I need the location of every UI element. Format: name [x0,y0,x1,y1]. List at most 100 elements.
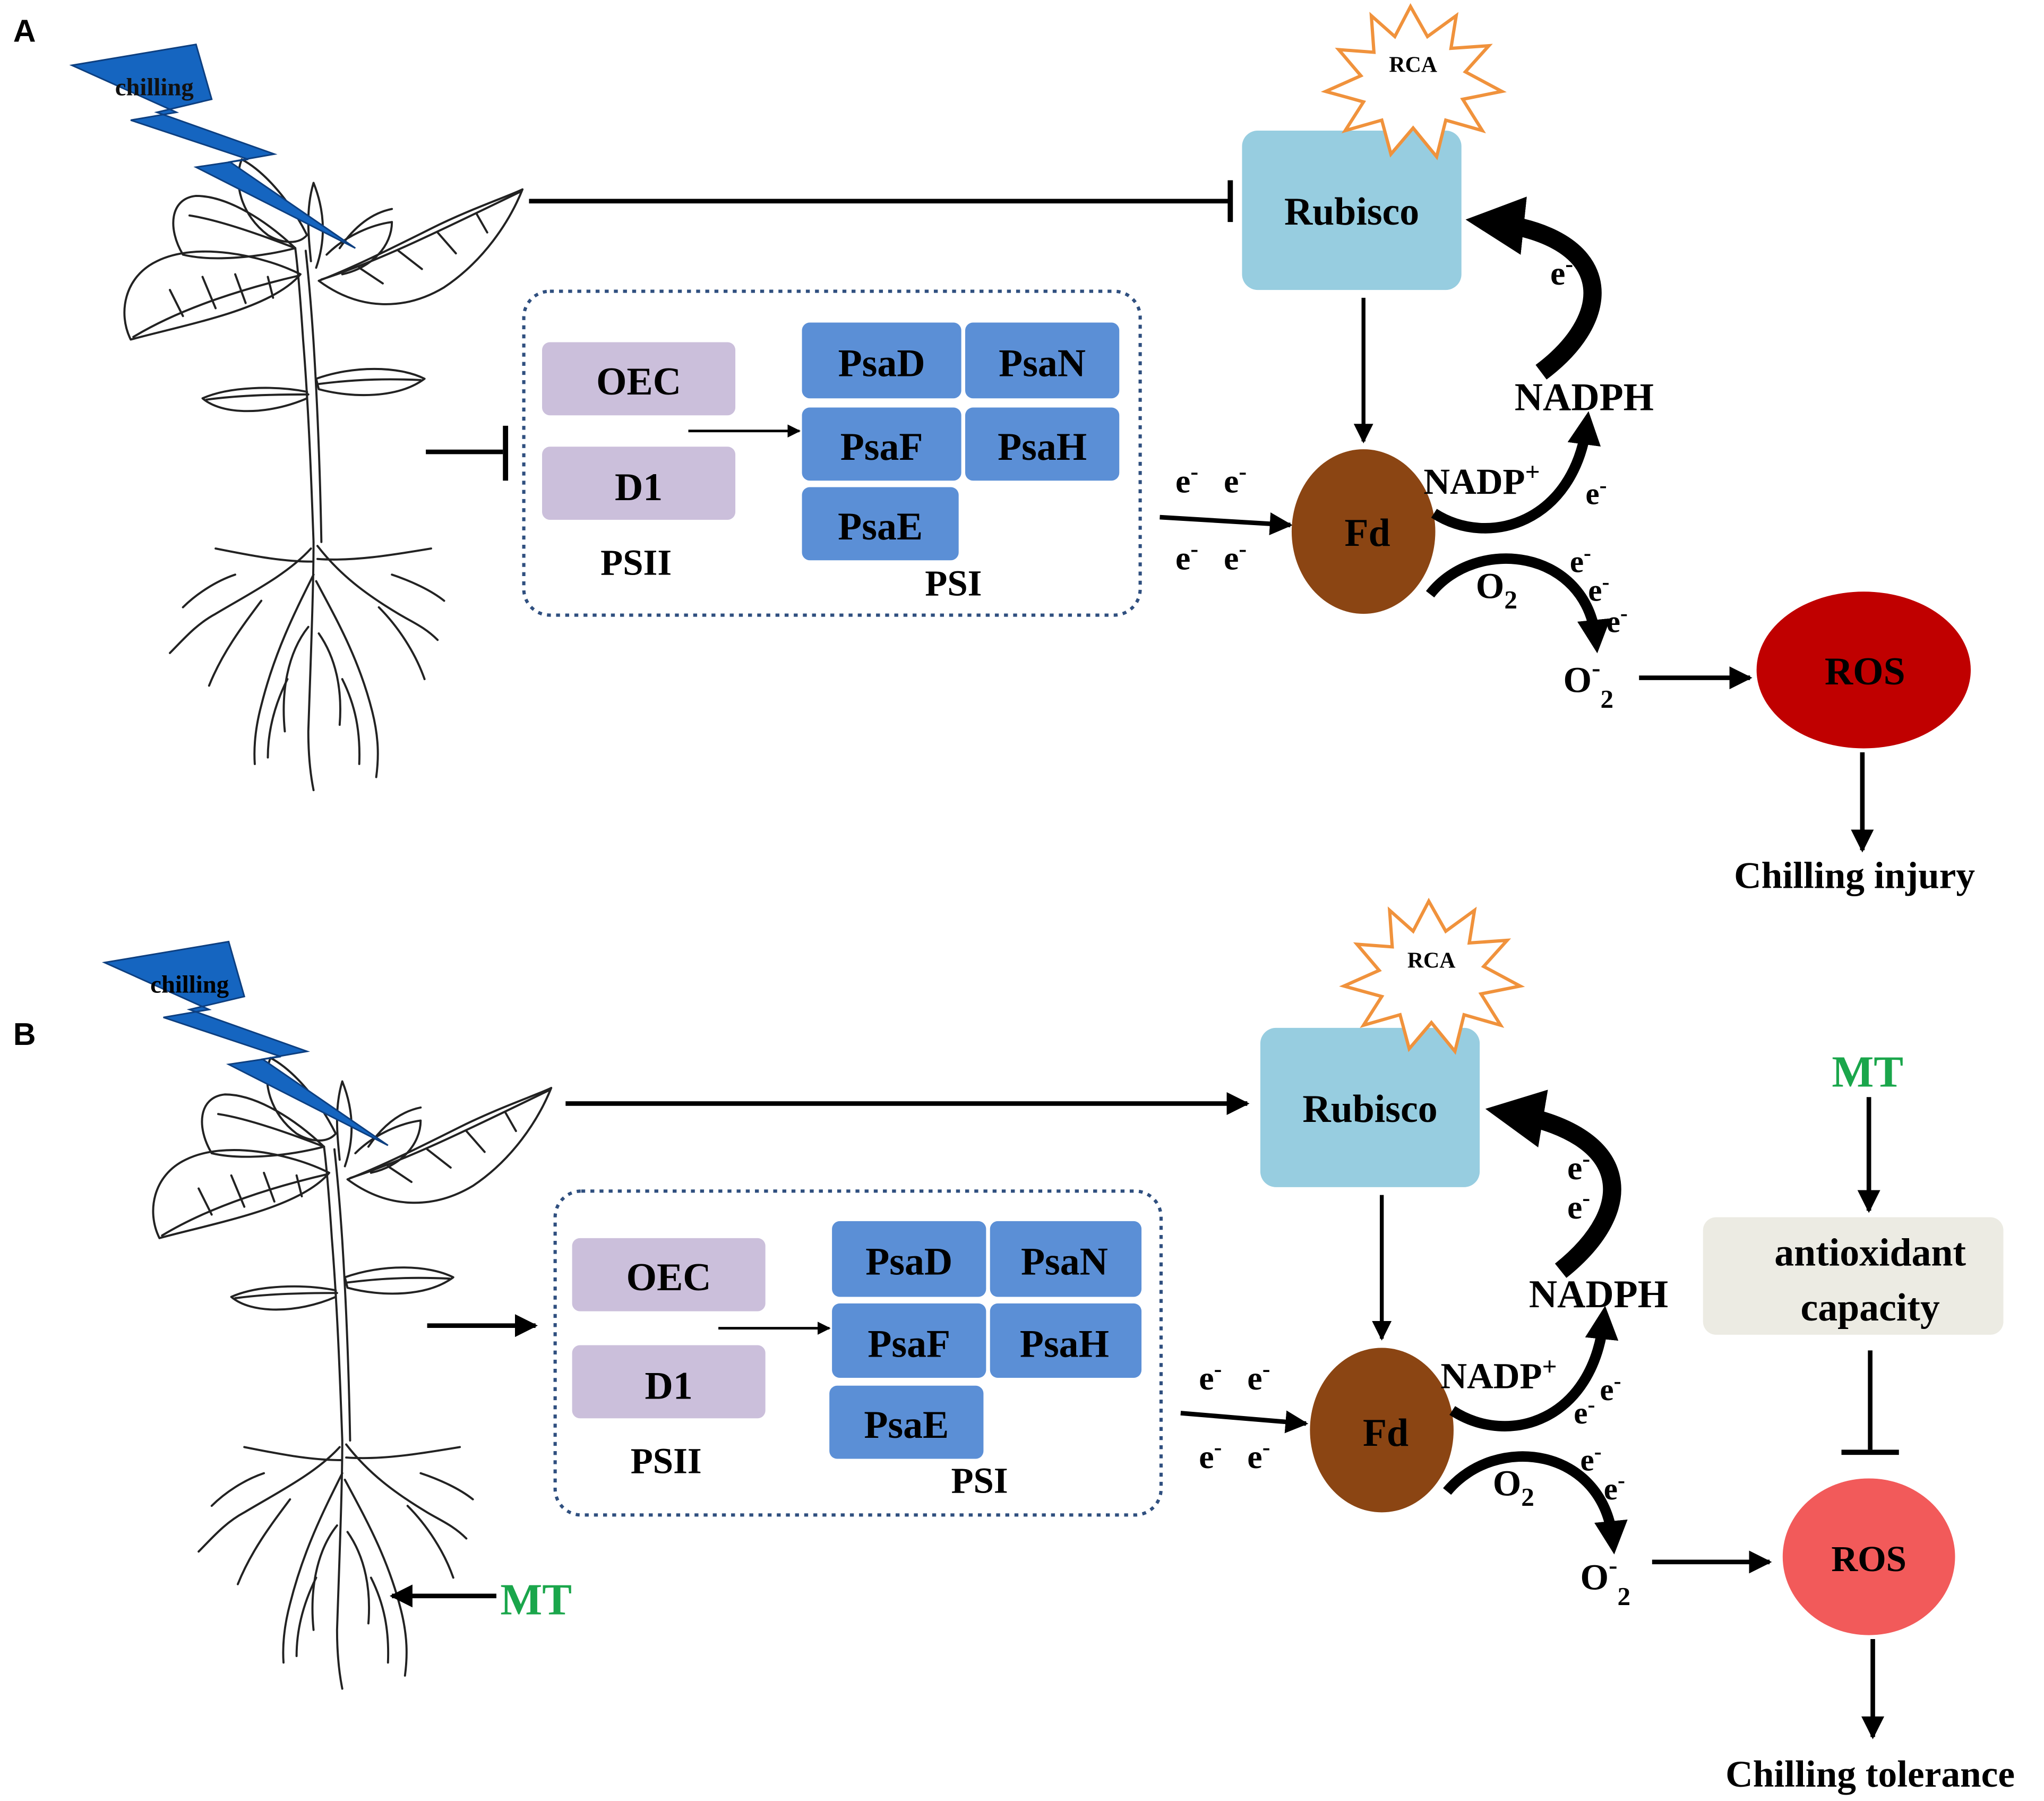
svg-text:e-: e- [1607,601,1628,639]
svg-text:e-: e- [1199,1356,1222,1397]
psii-oec-box [542,342,736,416]
o2-label: O2 [1493,1463,1534,1512]
psi-psae-label: PsaE [864,1403,949,1446]
fd-to-nadph-arrow [1449,1306,1619,1431]
fd-to-nadph-arrow [1431,411,1601,534]
svg-text:e-: e- [1604,1469,1625,1506]
mt-root-label: MT [500,1575,572,1624]
photosystem-container [553,1189,1163,1517]
svg-text:e-: e- [1570,541,1591,579]
psii-d1-label: D1 [645,1363,693,1407]
psi-psae-box [829,1385,984,1459]
psi-label: PSI [951,1460,1008,1500]
photosystem-container [522,289,1142,617]
svg-text:e-: e- [1199,1434,1222,1476]
superoxide-label: O-2 [1564,653,1614,714]
psii-label: PSII [631,1441,702,1481]
psii-label: PSII [600,542,672,582]
psi-psad-label: PsaD [838,341,925,384]
rubisco-box [1242,130,1462,290]
ros-label: ROS [1831,1539,1906,1579]
svg-text:e-: e- [1588,570,1609,607]
stress-label: chilling [115,74,194,101]
outcome-label: Chilling injury [1734,855,1975,897]
panel-a: A chilling Rubisco RCA OEC D1 PSII PsaD [13,3,1975,897]
antioxidant-label-line1: antioxidant [1774,1231,1966,1274]
electron-label-nadp: e- [1600,1369,1621,1407]
svg-text:e-: e- [1175,459,1198,500]
mt-top-label: MT [1832,1048,1903,1097]
antioxidant-box [1703,1217,2004,1335]
psi-psaf-label: PsaF [868,1322,950,1366]
electron-labels-to-fd: e- e- e- e- [1175,459,1247,577]
rca-label: RCA [1389,53,1437,77]
lightning-bolt-icon [69,43,356,249]
psii-oec-label: OEC [596,359,681,403]
rubisco-box [1260,1027,1480,1187]
nadph-to-rubisco-arrow [1465,196,1602,380]
ros-label: ROS [1825,649,1905,693]
electron-label-rubisco: e- [1567,1146,1590,1187]
psii-oec-label: OEC [626,1255,711,1299]
antioxidant-label-line2: capacity [1800,1285,1939,1329]
o2-label: O2 [1476,566,1517,615]
plant-drawing [123,158,524,792]
psi-psan-label: PsaN [1021,1240,1108,1283]
fd-label: Fd [1363,1411,1409,1454]
psi-psan-label: PsaN [999,341,1086,384]
rubisco-label: Rubisco [1302,1087,1437,1130]
outcome-label: Chilling tolerance [1725,1753,2015,1795]
panel-a-label: A [13,14,36,49]
psii-d1-box [542,447,736,520]
electron-label-nadp-2: e- [1574,1393,1595,1430]
stress-label: chilling [150,971,229,998]
lightning-bolt-icon [101,940,389,1146]
electron-labels-o2: e- e- e- [1570,541,1628,639]
panel-b: B chilling Rubisco RCA OEC D1 PSII PsaD … [13,897,2015,1795]
psi-psad-label: PsaD [865,1240,952,1283]
svg-text:e-: e- [1247,1356,1270,1397]
electron-label-nadp: e- [1585,473,1607,511]
rubisco-label: Rubisco [1284,190,1419,233]
nadph-label: NADPH [1515,375,1654,418]
psi-label: PSI [925,563,982,604]
psii-d1-label: D1 [615,465,663,509]
rca-label: RCA [1407,949,1456,973]
rca-star-icon [1320,3,1507,160]
fd-label: Fd [1345,511,1390,554]
psi-psaf-box [802,407,961,481]
psi-psae-box [802,487,959,561]
fd-node [1291,449,1436,614]
rca-star-icon [1339,897,1525,1055]
svg-text:e-: e- [1175,536,1198,577]
ros-node [1782,1478,1955,1635]
ros-node [1756,591,1971,749]
electron-labels-to-fd: e- e- e- e- [1199,1356,1270,1476]
psi-psah-box [965,407,1120,481]
nadph-label: NADPH [1529,1272,1668,1316]
fd-to-superoxide-arrow [1443,1451,1628,1555]
psi-psae-label: PsaE [838,504,923,548]
nadp-label: NADP+ [1440,1352,1557,1396]
superoxide-label: O-2 [1581,1550,1631,1611]
electron-labels-o2: e- e- [1581,1440,1625,1506]
nadph-to-rubisco-arrow [1485,1090,1621,1278]
fd-to-superoxide-arrow [1425,553,1611,654]
psi-psad-box [802,322,961,399]
psi-to-fd-arrow [1160,512,1293,535]
psii-oec-box [572,1238,766,1311]
electron-label-rubisco-2: e- [1567,1185,1590,1226]
psi-to-fd-arrow [1180,1410,1309,1434]
electron-label-rubisco: e- [1550,251,1573,293]
psi-psad-box [832,1221,986,1297]
psi-psah-label: PsaH [1020,1322,1109,1366]
psi-psan-box [965,322,1120,399]
svg-text:e-: e- [1247,1434,1270,1476]
psii-d1-box [572,1345,766,1419]
svg-text:e-: e- [1581,1440,1602,1478]
svg-text:e-: e- [1224,536,1247,577]
fd-node [1310,1348,1454,1513]
psi-psaf-box [832,1303,986,1378]
psi-psah-label: PsaH [998,425,1087,468]
psi-psan-box [990,1221,1142,1297]
